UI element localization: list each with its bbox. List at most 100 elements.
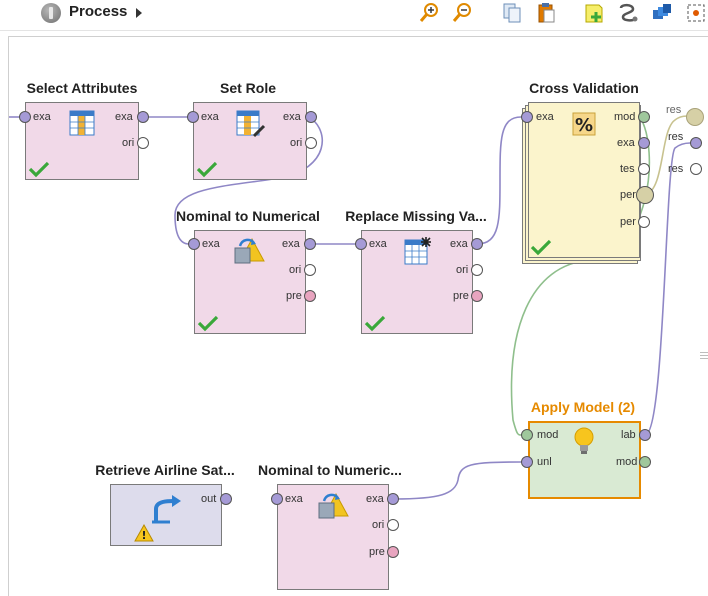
- edge-cv-model-to-apply: [510, 116, 651, 436]
- table-edit-icon: [236, 110, 266, 138]
- port-label: exa: [115, 111, 133, 123]
- checkmark-icon: [364, 315, 386, 332]
- add-note-icon[interactable]: [582, 2, 606, 24]
- toolbar-divider: [0, 30, 708, 31]
- layers-icon[interactable]: [650, 2, 674, 24]
- output-port-out[interactable]: [220, 493, 232, 505]
- port-label: ori: [289, 264, 302, 276]
- operator-body[interactable]: [110, 484, 222, 546]
- paste-icon[interactable]: [534, 2, 558, 24]
- percent-icon: %: [572, 112, 596, 136]
- page-title[interactable]: Process: [69, 3, 128, 20]
- port-label: ori: [456, 264, 469, 276]
- output-port-ori[interactable]: [471, 264, 483, 276]
- output-port-pre[interactable]: [471, 290, 483, 302]
- lightbulb-icon: [574, 427, 594, 454]
- port-label: exa: [617, 137, 635, 149]
- port-label: exa: [283, 111, 301, 123]
- output-port-exa[interactable]: [304, 238, 316, 250]
- output-port-ori[interactable]: [387, 519, 399, 531]
- port-label: lab: [621, 429, 636, 441]
- output-port-ori[interactable]: [305, 137, 317, 149]
- output-port-pre[interactable]: [304, 290, 316, 302]
- toolbar: Process: [0, 0, 708, 30]
- port-label: pre: [453, 290, 469, 302]
- port-label: per: [620, 216, 636, 228]
- auto-wire-icon[interactable]: [616, 2, 640, 24]
- output-port-tes[interactable]: [638, 163, 650, 175]
- checkmark-icon: [196, 161, 218, 178]
- copy-icon[interactable]: [500, 2, 524, 24]
- zoom-in-icon[interactable]: [418, 2, 442, 24]
- operator-title: Select Attributes: [26, 80, 138, 96]
- edge-setrole-to-nominal: [174, 116, 323, 245]
- input-port-exa[interactable]: [19, 111, 31, 123]
- port-label: unl: [537, 456, 552, 468]
- convert-type-icon: [234, 237, 265, 264]
- port-label: mod: [537, 429, 559, 441]
- output-port-lab[interactable]: [639, 429, 651, 441]
- output-port-ori[interactable]: [137, 137, 149, 149]
- output-port-per[interactable]: [636, 186, 654, 204]
- port-label: out: [201, 493, 217, 505]
- operator-title: Apply Model (2): [530, 399, 636, 415]
- checkmark-icon: [28, 161, 50, 178]
- output-port-exa[interactable]: [387, 493, 399, 505]
- port-label: ori: [122, 137, 135, 149]
- port-label: exa: [282, 238, 300, 250]
- breadcrumb-arrow-icon[interactable]: [136, 8, 142, 18]
- input-port-mod[interactable]: [521, 429, 533, 441]
- result-port-3[interactable]: [690, 163, 702, 175]
- port-label: per: [620, 189, 636, 201]
- port-label: exa: [33, 111, 51, 123]
- port-label: ori: [372, 519, 385, 531]
- input-port-exa[interactable]: [188, 238, 200, 250]
- output-port-mod[interactable]: [639, 456, 651, 468]
- output-port-exa[interactable]: [305, 111, 317, 123]
- result-port-label: res: [666, 104, 682, 116]
- output-port-exa[interactable]: [638, 137, 650, 149]
- input-port-exa[interactable]: [187, 111, 199, 123]
- edge-nominal2-to-apply: [393, 461, 522, 500]
- output-port-per-2[interactable]: [638, 216, 650, 228]
- zoom-out-icon[interactable]: [451, 2, 475, 24]
- port-label: exa: [536, 111, 554, 123]
- port-label: pre: [369, 546, 385, 558]
- checkmark-icon: [197, 315, 219, 332]
- checkmark-icon: [530, 239, 552, 256]
- arrange-icon[interactable]: [684, 2, 708, 24]
- port-label: mod: [616, 456, 638, 468]
- result-port-1[interactable]: [686, 108, 704, 126]
- scrollbar-grip[interactable]: [700, 350, 708, 362]
- input-port-exa[interactable]: [355, 238, 367, 250]
- result-port-label: res: [668, 131, 684, 143]
- convert-type-icon: [318, 492, 349, 519]
- output-port-ori[interactable]: [304, 264, 316, 276]
- operator-title: Retrieve Airline Sat...: [95, 462, 235, 478]
- input-port-unl[interactable]: [521, 456, 533, 468]
- warning-icon: !: [134, 524, 154, 542]
- operator-title: Nominal to Numerical: [176, 208, 320, 224]
- input-port-exa[interactable]: [521, 111, 533, 123]
- result-port-2[interactable]: [690, 137, 702, 149]
- retrieve-arrow-icon: [152, 495, 181, 524]
- output-port-mod[interactable]: [638, 111, 650, 123]
- output-port-exa[interactable]: [137, 111, 149, 123]
- operator-title: Set Role: [219, 80, 276, 96]
- svg-text:%: %: [575, 115, 593, 136]
- output-port-exa[interactable]: [471, 238, 483, 250]
- edge-apply-lab-to-res: [644, 142, 691, 436]
- operator-title: Cross Validation: [529, 80, 639, 96]
- result-port-label: res: [668, 163, 684, 175]
- port-label: exa: [202, 238, 220, 250]
- input-port-exa[interactable]: [271, 493, 283, 505]
- port-label: exa: [369, 238, 387, 250]
- port-label: exa: [201, 111, 219, 123]
- port-label: tes: [620, 163, 635, 175]
- port-label: exa: [366, 493, 384, 505]
- port-label: pre: [286, 290, 302, 302]
- svg-text:!: !: [141, 529, 146, 542]
- output-port-pre[interactable]: [387, 546, 399, 558]
- table-sparkle-icon: [404, 237, 431, 265]
